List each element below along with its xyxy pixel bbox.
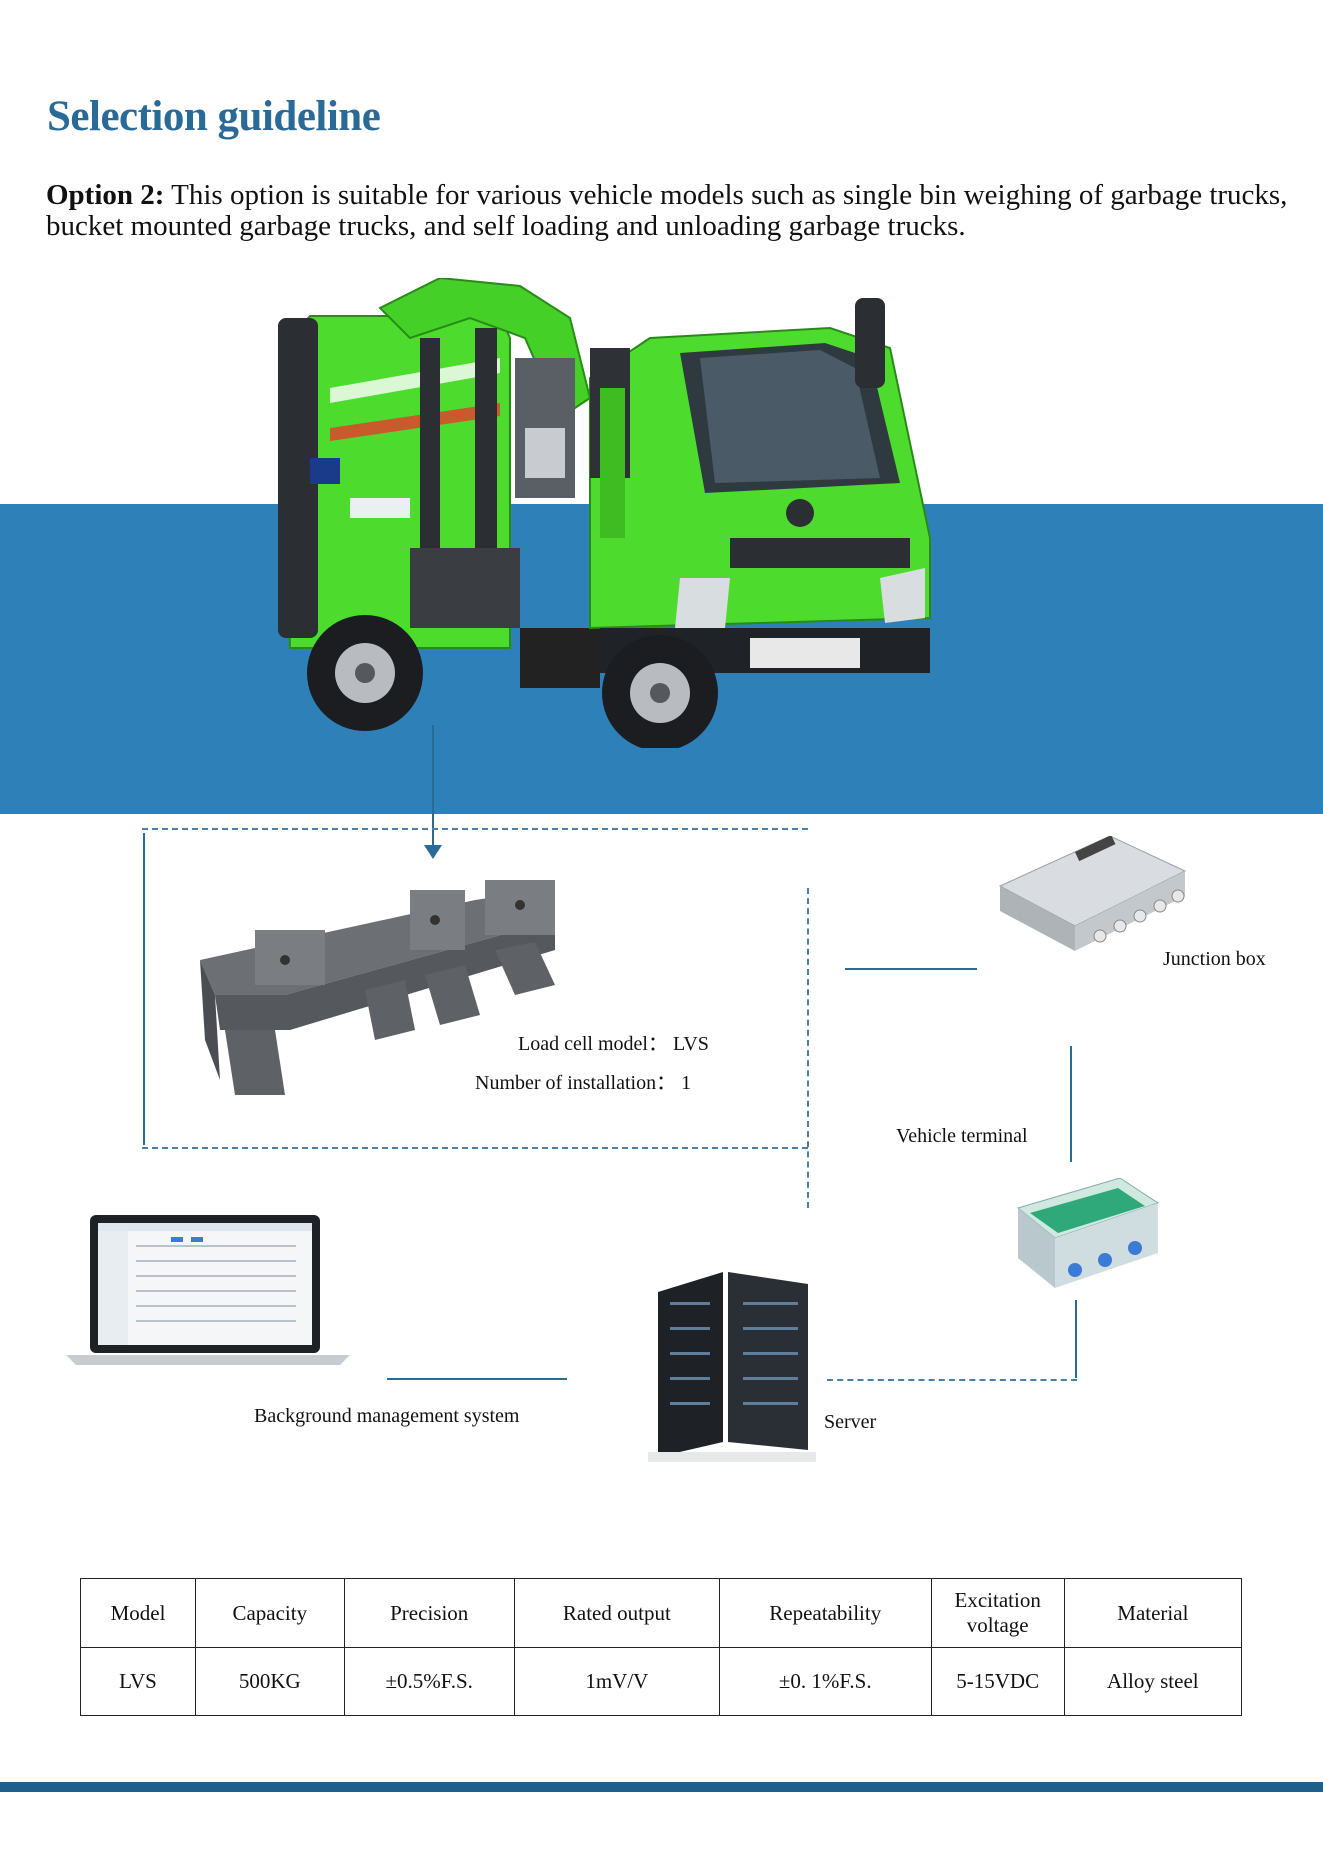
option-text: This option is suitable for various vehi… — [46, 179, 1288, 242]
load-cell-image — [200, 880, 555, 1095]
table-cell: LVS — [80, 1647, 196, 1716]
load-cell-model-label: Load cell model： LVS — [518, 1033, 709, 1055]
table-cell: Alloy steel — [1063, 1647, 1243, 1716]
dashed-border-top — [142, 828, 808, 830]
dashed-border-bottom — [142, 1147, 808, 1149]
connector-line — [827, 1379, 1077, 1381]
dashed-border-right — [807, 888, 809, 1208]
header-cell: Capacity — [194, 1578, 345, 1648]
spec-table: Model Capacity Precision Rated output Re… — [80, 1578, 1243, 1716]
page-title: Selection guideline — [47, 93, 381, 140]
header-cell: Material — [1063, 1578, 1243, 1648]
garbage-truck-image — [278, 278, 931, 748]
option-label: Option 2: — [46, 179, 165, 211]
connector-line — [387, 1378, 567, 1380]
header-cell: Model — [80, 1578, 196, 1648]
vehicle-terminal-image — [1016, 1178, 1160, 1288]
vehicle-terminal-label: Vehicle terminal — [896, 1125, 1028, 1147]
table-cell: 5-15VDC — [930, 1647, 1065, 1716]
installation-count-label: Number of installation： 1 — [475, 1072, 692, 1094]
header-cell: Precision — [343, 1578, 515, 1648]
header-cell: Repeatability — [718, 1578, 932, 1648]
junction-box-label: Junction box — [1163, 948, 1266, 970]
footer-bar — [0, 1782, 1323, 1792]
junction-box-image — [998, 836, 1187, 951]
server-image — [648, 1272, 816, 1462]
header-cell: Rated output — [513, 1578, 720, 1648]
table-row: LVS 500KG ±0.5%F.S. 1mV/V ±0. 1%F.S. 5-1… — [80, 1647, 1243, 1716]
table-cell: 500KG — [194, 1647, 345, 1716]
table-cell: ±0.5%F.S. — [343, 1647, 515, 1716]
connector-line — [1075, 1300, 1077, 1378]
laptop-image — [66, 1215, 350, 1365]
arrow-down-icon — [424, 845, 442, 859]
header-cell: Excitation voltage — [930, 1578, 1065, 1648]
table-cell: 1mV/V — [513, 1647, 720, 1716]
box-border-left — [143, 833, 145, 1145]
connector-line — [1070, 1046, 1072, 1162]
background-system-label: Background management system — [254, 1405, 520, 1427]
server-label: Server — [824, 1411, 877, 1433]
connector-line — [432, 725, 434, 847]
table-cell: ±0. 1%F.S. — [718, 1647, 932, 1716]
connector-line — [845, 968, 977, 970]
table-header-row: Model Capacity Precision Rated output Re… — [80, 1578, 1243, 1648]
option-description: Option 2: This option is suitable for va… — [46, 180, 1296, 242]
